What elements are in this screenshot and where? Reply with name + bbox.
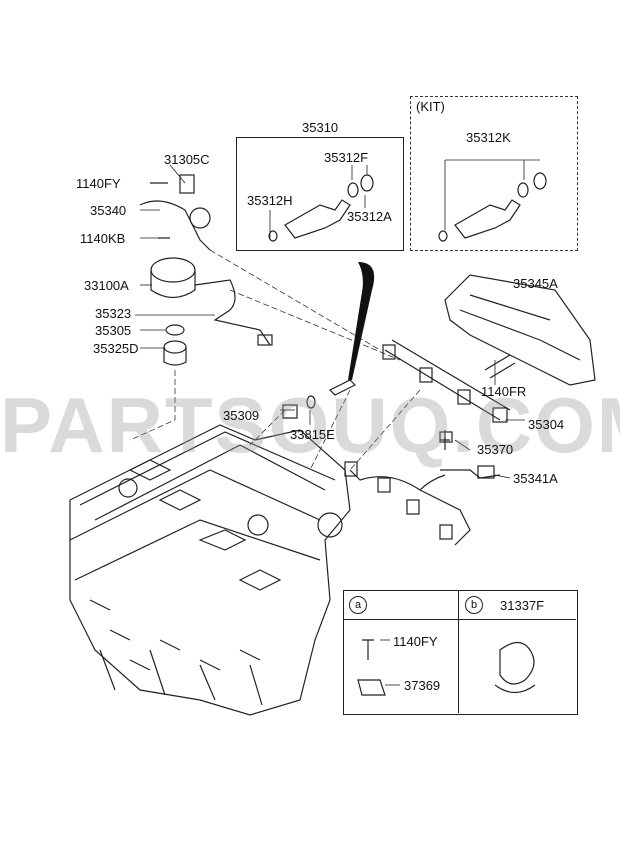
label-35304: 35304 xyxy=(528,417,565,432)
injector xyxy=(268,172,547,242)
label-35325d: 35325D xyxy=(93,341,139,356)
legend-b-marker: b xyxy=(465,596,483,614)
fuel-rail xyxy=(282,339,516,423)
fuel-pump xyxy=(139,174,273,366)
label-35312a: 35312A xyxy=(347,209,392,224)
label-35323: 35323 xyxy=(95,306,132,321)
wiring-harness xyxy=(344,430,501,546)
engine-block xyxy=(69,424,351,716)
pointer-arrow xyxy=(348,262,375,380)
label-33815e: 33815E xyxy=(290,427,335,442)
label-35340: 35340 xyxy=(90,203,127,218)
kit-group-box xyxy=(410,96,578,251)
label-35345a: 35345A xyxy=(513,276,558,291)
label-1140kb: 1140KB xyxy=(80,231,126,246)
legend-column-divider xyxy=(458,590,459,713)
label-31337f: 31337F xyxy=(500,598,545,613)
legend-grommet xyxy=(494,641,536,694)
legend-bracket xyxy=(357,639,386,696)
label-kit: (KIT) xyxy=(416,99,445,114)
label-35312h: 35312H xyxy=(247,193,293,208)
legend-header-divider xyxy=(343,590,576,620)
label-1140fy-top: 1140FY xyxy=(76,176,121,191)
legend-cell-b: b xyxy=(465,596,483,614)
label-35305: 35305 xyxy=(95,323,132,338)
label-35310: 35310 xyxy=(302,120,339,135)
label-35309: 35309 xyxy=(223,408,260,423)
label-leaders xyxy=(135,159,540,686)
label-35370: 35370 xyxy=(477,442,514,457)
label-35312k: 35312K xyxy=(466,130,511,145)
legend-table xyxy=(343,590,578,715)
engine-cover xyxy=(444,274,596,386)
label-1140fr: 1140FR xyxy=(481,384,527,399)
label-35341a: 35341A xyxy=(513,471,558,486)
injector-group-box xyxy=(236,137,404,251)
leader-lines xyxy=(129,249,421,471)
label-31305c: 31305C xyxy=(164,152,210,167)
label-35312f: 35312F xyxy=(324,150,369,165)
label-1140fy-legend: 1140FY xyxy=(393,634,438,649)
label-33100a: 33100A xyxy=(84,278,129,293)
legend-cell-a: a xyxy=(349,596,367,614)
label-37369: 37369 xyxy=(404,678,441,693)
legend-a-marker: a xyxy=(349,596,367,614)
